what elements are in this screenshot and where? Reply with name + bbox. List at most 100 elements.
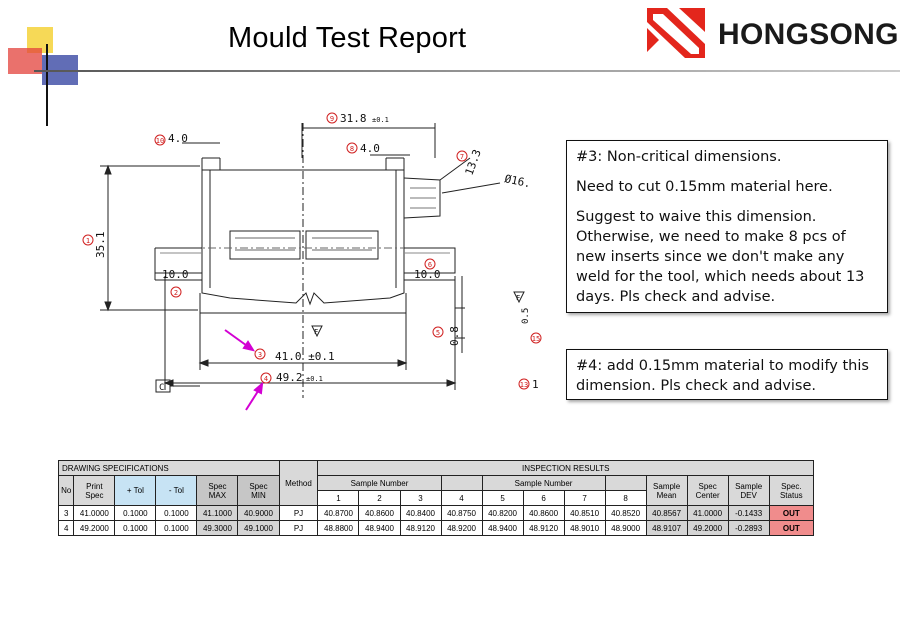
cell-sample: 48.9000 (604, 520, 647, 536)
cell-minus-tol: 0.1000 (155, 505, 198, 521)
cell-print-spec: 41.0000 (73, 505, 116, 521)
datum-f-label-right: F (516, 294, 520, 302)
datum-f-label: F (314, 328, 318, 336)
plus-tol-header: + Tol (114, 475, 157, 506)
dim-fragment-1: 1 (532, 378, 539, 391)
cell-spec-min: 40.9000 (237, 505, 280, 521)
sample-number-header-a: Sample Number (317, 475, 442, 491)
cell-sample: 40.8700 (317, 505, 360, 521)
sample-number-header-b: Sample Number (481, 475, 606, 491)
title-underline (34, 70, 900, 72)
balloon-1: 1 (86, 237, 90, 245)
logo-text: HONGSONG (718, 18, 899, 51)
dim-4-0-left: 4.0 (168, 132, 188, 145)
method-header: Method (278, 460, 319, 506)
dim-phi16: Ø16. (503, 172, 532, 190)
balloon-13: 13 (520, 381, 528, 389)
balloon-6: 6 (428, 261, 432, 269)
cell-plus-tol: 0.1000 (114, 520, 157, 536)
table-row: 4 49.2000 0.1000 0.1000 49.3000 49.1000 … (57, 520, 815, 536)
cell-sample: 40.8400 (399, 505, 442, 521)
decor-square-red (8, 48, 42, 74)
balloon-5: 5 (436, 329, 440, 337)
note-dim-4: #4: add 0.15mm material to modify this d… (566, 349, 888, 400)
cell-sample: 40.8510 (563, 505, 606, 521)
datum-c-label: C (159, 383, 164, 393)
note-dim-4-text: #4: add 0.15mm material to modify this d… (576, 358, 869, 394)
cell-sample: 40.8520 (604, 505, 647, 521)
balloon-4: 4 (264, 375, 268, 383)
cell-sample: 48.9400 (358, 520, 401, 536)
cell-status: OUT (768, 505, 815, 521)
sample-col-4: 4 (440, 490, 483, 506)
note-dim-3-line3: Suggest to waive this dimension. Otherwi… (576, 209, 865, 305)
balloon-8: 8 (350, 145, 354, 153)
dim-41-0: 41.0 ±0.1 (275, 350, 335, 363)
cell-sample: 40.8600 (522, 505, 565, 521)
balloon-2: 2 (174, 289, 178, 297)
balloon-7: 7 (460, 153, 464, 161)
sample-number-gap-a (440, 475, 483, 491)
spec-status-header: Spec.Status (768, 475, 815, 506)
dim-49-2-tol: ±0.1 (306, 375, 323, 383)
dim-49-2: 49.2 (276, 371, 303, 384)
cell-sample-dev: -0.1433 (727, 505, 770, 521)
dim-10-0-right: 10.0 (414, 268, 441, 281)
cell-spec-min: 49.1000 (237, 520, 280, 536)
cell-spec-max: 49.3000 (196, 520, 239, 536)
sample-col-2: 2 (358, 490, 401, 506)
note-dim-3: #3: Non-critical dimensions. Need to cut… (566, 140, 888, 313)
drawing-spec-header: DRAWING SPECIFICATIONS (58, 460, 280, 476)
sample-col-3: 3 (399, 490, 442, 506)
dim-4-0-right: 4.0 (360, 142, 380, 155)
cell-sample: 48.9200 (440, 520, 483, 536)
inspection-table: DRAWING SPECIFICATIONS Method INSPECTION… (57, 460, 815, 536)
cell-sample: 48.9400 (481, 520, 524, 536)
balloon-10: 10 (156, 137, 164, 145)
cell-method: PJ (278, 505, 319, 521)
note-dim-3-line2: Need to cut 0.15mm material here. (576, 179, 833, 195)
cell-minus-tol: 0.1000 (155, 520, 198, 536)
dim-0-8: 0.8 (448, 326, 461, 346)
sample-col-5: 5 (481, 490, 524, 506)
note-dim-3-line1: #3: Non-critical dimensions. (576, 149, 782, 165)
cell-sample-dev: -0.2893 (727, 520, 770, 536)
cell-sample-mean: 40.8567 (645, 505, 688, 521)
cell-no: 3 (57, 505, 75, 521)
dim-31-8-tol: ±0.1 (372, 116, 389, 124)
cell-no: 4 (57, 520, 75, 536)
cell-sample: 40.8750 (440, 505, 483, 521)
cell-spec-center: 41.0000 (686, 505, 729, 521)
minus-tol-header: - Tol (155, 475, 198, 506)
cell-status: OUT (768, 520, 815, 536)
decor-vertical-line (46, 44, 48, 126)
cell-sample: 40.8600 (358, 505, 401, 521)
dim-10-0-left: 10.0 (162, 268, 189, 281)
dim-35-1: 35.1 (94, 232, 107, 259)
inspection-results-header: INSPECTION RESULTS (317, 460, 814, 476)
cell-sample: 40.8200 (481, 505, 524, 521)
cell-spec-center: 49.2000 (686, 520, 729, 536)
page-title: Mould Test Report (228, 22, 467, 54)
no-header: No (57, 475, 75, 506)
sample-col-1: 1 (317, 490, 360, 506)
hongsong-logo-icon (647, 8, 705, 58)
cell-spec-max: 41.1000 (196, 505, 239, 521)
sample-col-6: 6 (522, 490, 565, 506)
technical-drawing: 9 8 10 7 1 6 2 5 3 4 13 15 31.8 ±0.1 4.0… (82, 112, 542, 411)
cell-sample: 48.9010 (563, 520, 606, 536)
balloon-3: 3 (258, 351, 262, 359)
cell-print-spec: 49.2000 (73, 520, 116, 536)
cell-sample: 48.9120 (522, 520, 565, 536)
cell-sample: 48.9120 (399, 520, 442, 536)
dim-0-5: 0.5 (521, 308, 531, 324)
cell-sample: 48.8800 (317, 520, 360, 536)
cell-sample-mean: 48.9107 (645, 520, 688, 536)
balloon-9: 9 (330, 115, 334, 123)
